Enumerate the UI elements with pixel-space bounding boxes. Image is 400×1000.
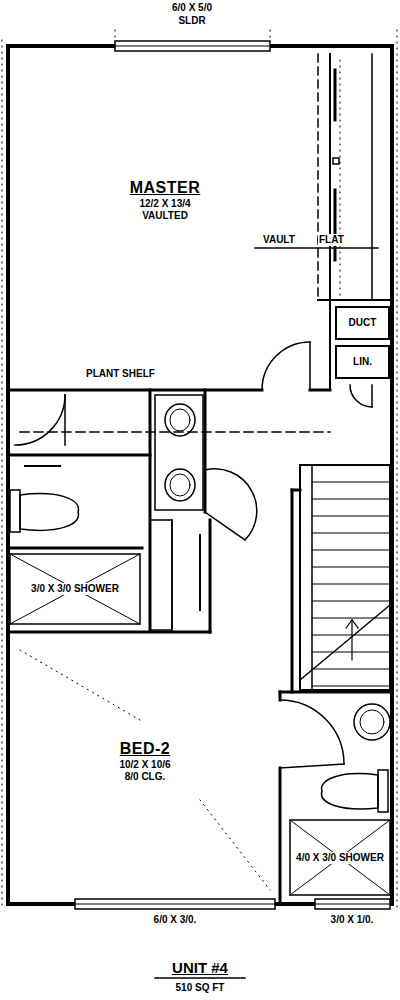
room-note: 8/0 CLG.	[123, 771, 168, 783]
stair-tread	[312, 515, 390, 516]
area-caption: 510 SQ FT	[175, 982, 226, 994]
room-note: 10/2 X 10/6	[117, 759, 172, 771]
stair-tread	[312, 549, 390, 550]
window-size: 6/0 X 5/0	[171, 2, 213, 14]
shelf-note: PLANT SHELF	[85, 368, 156, 380]
room-note: 12/2 X 13/4	[137, 198, 192, 210]
linen-closet: LIN.	[335, 345, 390, 379]
stair-tread	[312, 651, 390, 652]
stair-tread	[312, 600, 390, 601]
plan-title: UNIT #4	[171, 959, 229, 977]
stair-tread	[312, 566, 390, 567]
shower: 4/0 X 3/0 SHOWER	[291, 822, 389, 893]
stair-tread	[312, 668, 390, 669]
stair-tread	[312, 685, 390, 686]
stair-tread	[312, 498, 390, 499]
room-note: DUCT	[347, 317, 379, 329]
room-note: 3/0 X 3/0 SHOWER	[29, 583, 121, 595]
stair-tread	[312, 583, 390, 584]
stair-tread	[312, 481, 390, 482]
room-bedroom: BED-210/2 X 10/68/0 CLG.	[40, 728, 250, 794]
ceiling-note: FLAT	[318, 234, 345, 246]
stair-tread	[312, 617, 390, 618]
room-note: VAULTED	[140, 210, 190, 222]
window-type: SLDR	[177, 15, 206, 27]
stair-tread	[312, 532, 390, 533]
room-name: BED-2	[118, 739, 173, 758]
stair-tread	[312, 634, 390, 635]
shower: 3/0 X 3/0 SHOWER	[12, 556, 138, 622]
duct-box: DUCT	[335, 306, 390, 340]
window-size: 3/0 X 1/0.	[330, 914, 375, 926]
window-size: 6/0 X 3/0.	[153, 914, 198, 926]
room-name: MASTER	[128, 178, 203, 197]
room-note: LIN.	[351, 356, 374, 368]
ceiling-note: VAULT	[262, 234, 296, 246]
room-master: MASTER12/2 X 13/4VAULTED	[60, 163, 270, 237]
room-note: 4/0 X 3/0 SHOWER	[294, 852, 386, 864]
